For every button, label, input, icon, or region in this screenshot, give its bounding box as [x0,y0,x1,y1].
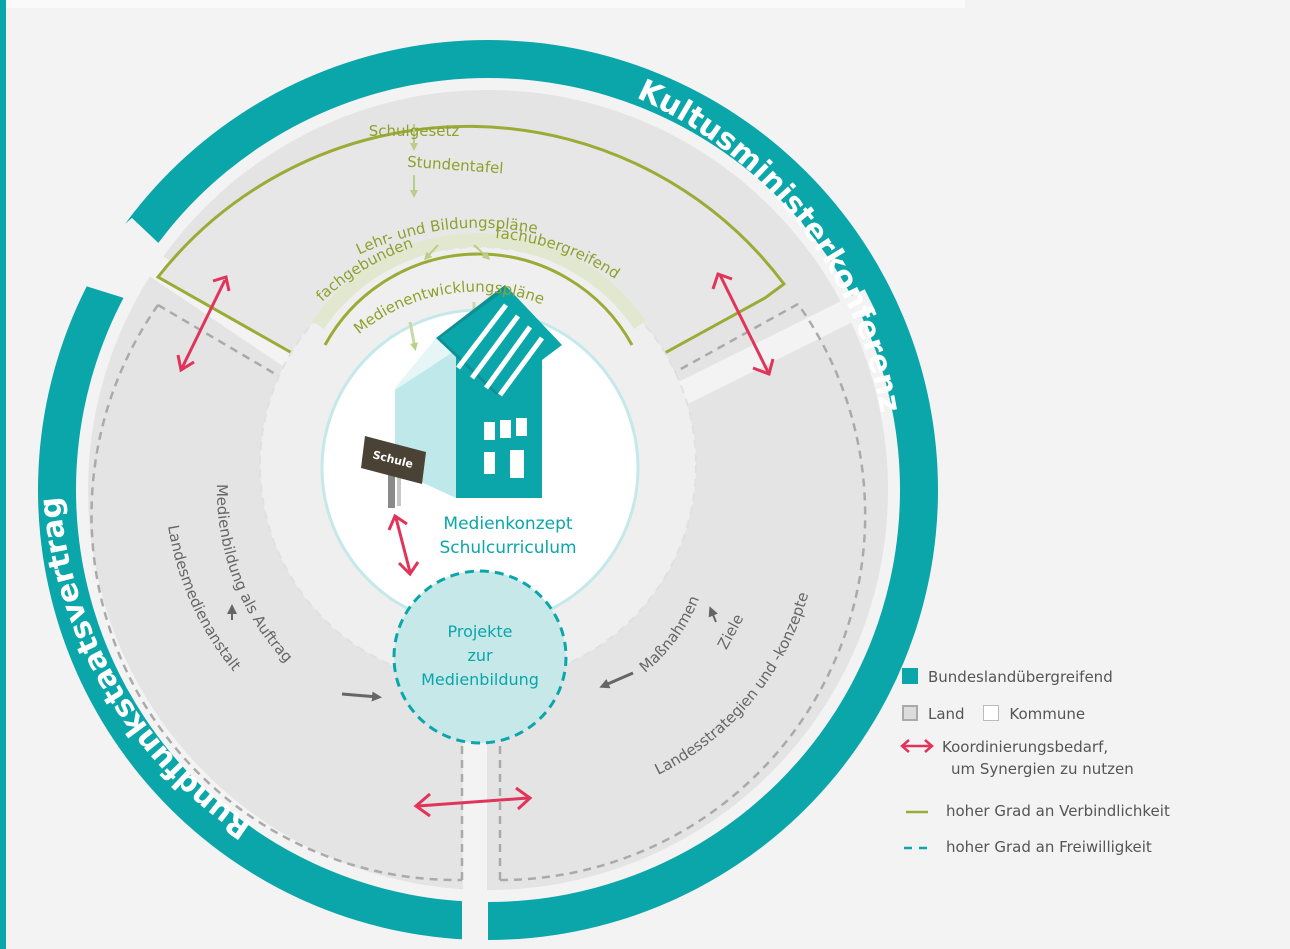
legend-koordination-line1: Koordinierungsbedarf, [942,738,1109,756]
legend-coord-head-left [900,739,910,753]
land-dash-left [90,304,463,882]
projekte-voluntary-circle [392,569,568,745]
arrow-left-to-projekte [341,691,382,702]
land-dash-left-radial [157,303,329,407]
projekte-line2: zur [467,646,493,665]
coord-arrow-top-right [718,274,770,373]
arrow-right-to-projekte [599,671,634,689]
projekte-line3: Medienbildung [421,670,539,689]
legend-freiwilligkeit: hoher Grad an Freiwilligkeit [946,838,1152,856]
legend-koordination-line2: um Synergien zu nutzen [951,760,1134,778]
left-edge-bar [0,0,6,949]
legend-land-kommune: Land Kommune [902,705,1085,723]
schulcurriculum-label: Schulcurriculum [439,538,576,558]
legend-kommune-swatch [983,705,1000,721]
legend-bundesland-text: Bundeslandübergreifend [928,668,1113,686]
legend-land-swatch [902,705,918,721]
mep-band [312,233,646,329]
coord-arrow-top-left [180,279,227,369]
top-bar [0,0,965,8]
legend-land-text: Land [928,705,965,723]
coord-arrow-bottom [417,796,529,808]
mep-green-arc [323,252,634,346]
land-dash-right-radial [624,302,799,402]
legend-bundesland: Bundeslandübergreifend [902,668,1113,686]
arrow-lehr-left [423,244,439,261]
legend-bundesland-swatch [902,668,918,684]
arrow-mep-1 [408,321,418,351]
coordination-arrows [176,272,775,818]
arrow-ziele [708,606,718,623]
school-sign: Schule [361,436,426,508]
medienkonzept-label: Medienkonzept [443,514,572,534]
legend-verbindlichkeit: hoher Grad an Verbindlichkeit [946,802,1170,820]
legend-coord-head-right [924,739,934,753]
projekte-line1: Projekte [447,622,512,641]
arrow-lehr-right [473,244,491,261]
land-dash-right [499,303,867,882]
schulgesetz-label: Schulgesetz [369,122,460,140]
coord-arrow-center [394,517,412,573]
legend-kommune-text: Kommune [1009,705,1086,723]
